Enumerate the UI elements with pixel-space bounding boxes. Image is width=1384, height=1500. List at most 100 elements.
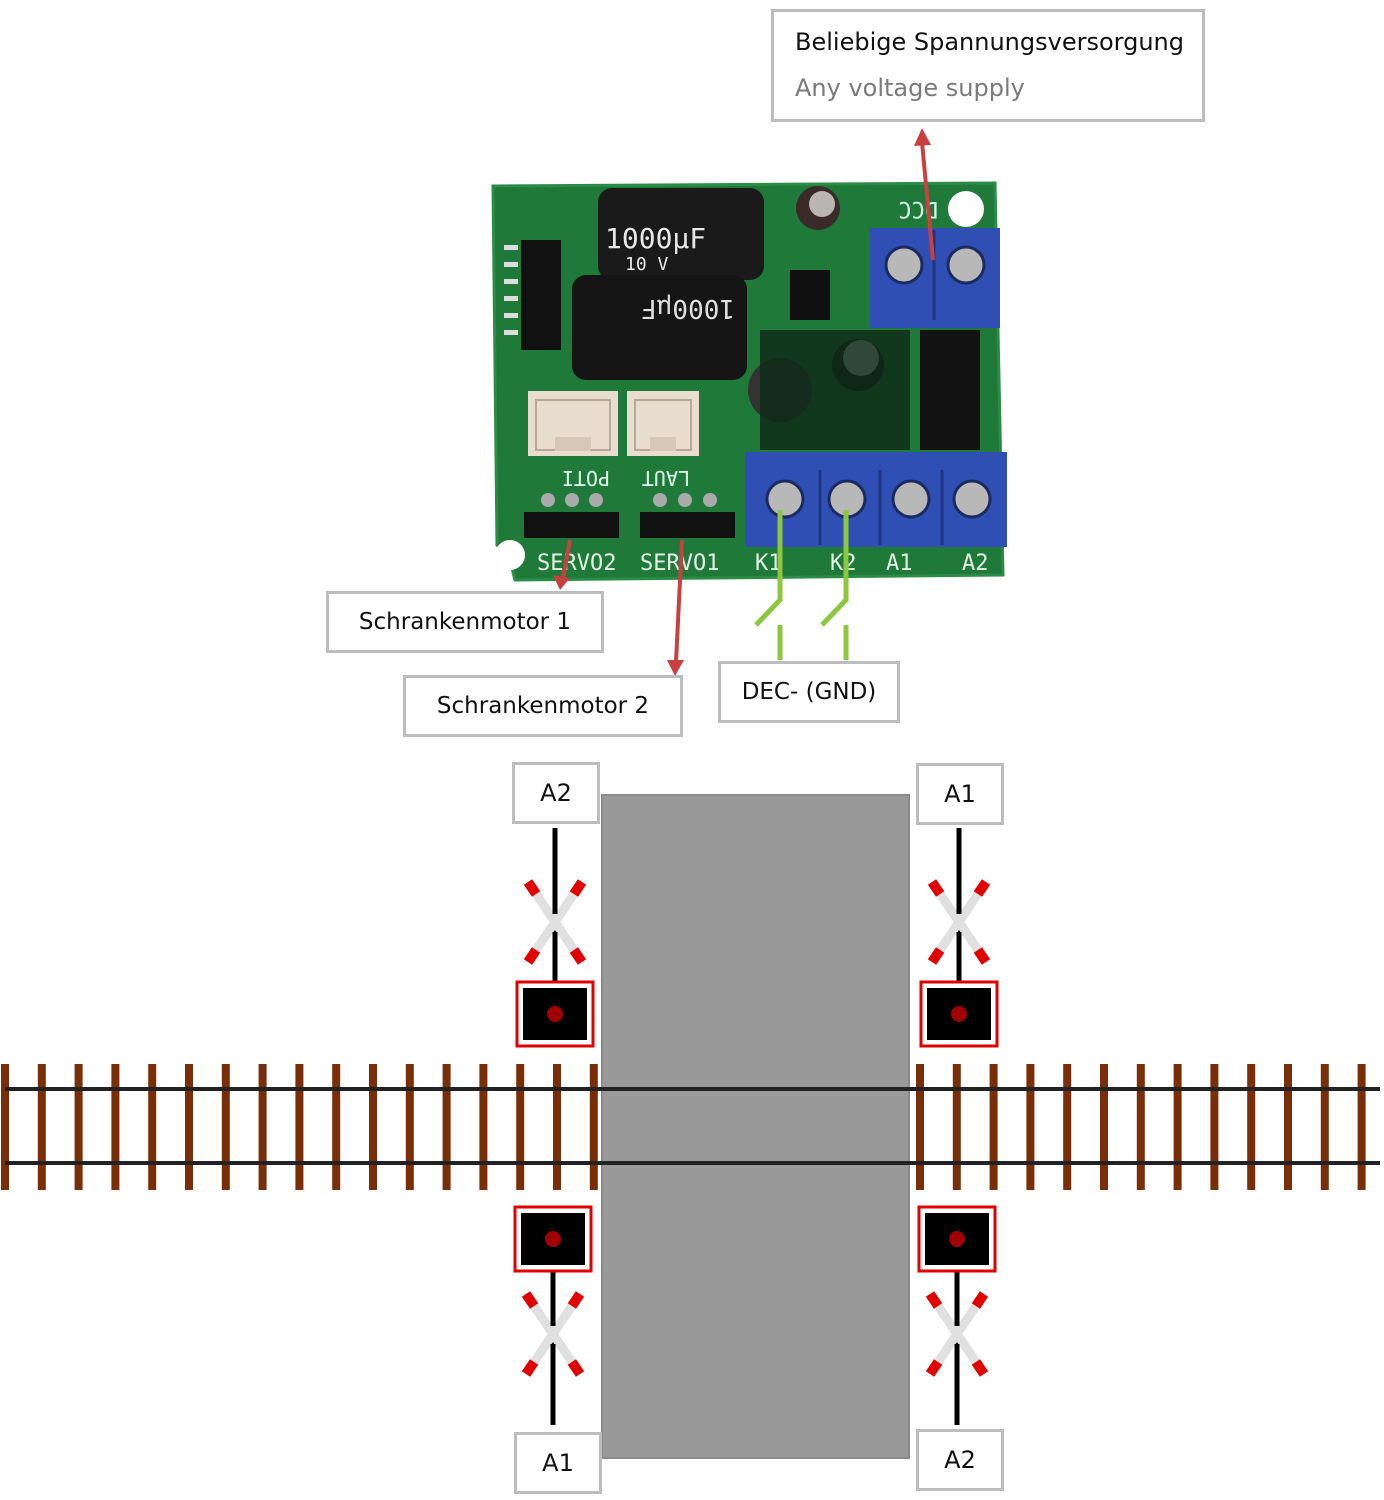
sleeper <box>295 1064 304 1190</box>
st-andrews-cross-icon <box>521 1291 585 1377</box>
motor2-label: Schrankenmotor 2 <box>436 693 650 719</box>
servo2-header[interactable] <box>524 493 619 538</box>
switch-k2 <box>820 510 849 660</box>
st-andrews-cross-icon <box>927 879 991 965</box>
cross-bar-tip <box>925 1359 943 1377</box>
screw-a2-icon[interactable] <box>952 479 992 519</box>
silk-terminal-k1: K1 <box>755 551 782 576</box>
signal-lamp-icon <box>949 1231 965 1247</box>
sleeper <box>332 1064 341 1190</box>
cross-bar-tip <box>567 1359 585 1377</box>
signal-lamp-icon <box>545 1231 561 1247</box>
supply-label-en: Any voltage supply <box>795 74 1025 102</box>
sleeper <box>258 1064 267 1190</box>
screw-k1-icon[interactable] <box>765 479 805 519</box>
screw-a1-icon[interactable] <box>891 479 931 519</box>
st-andrews-cross-icon <box>925 1291 989 1377</box>
cross-bar-tip <box>523 947 541 965</box>
crossing-signal-bottom-left <box>513 1205 593 1425</box>
motor2-callout: Schrankenmotor 2 <box>403 675 683 737</box>
silk-terminal-k2: K2 <box>830 551 857 576</box>
sleeper <box>1 1064 9 1190</box>
sleeper <box>1136 1064 1145 1190</box>
signal-label-bottom-right: A2 <box>916 1429 1004 1491</box>
cross-bar <box>926 1291 988 1377</box>
cross-bar-tip <box>523 879 541 897</box>
sleeper <box>1320 1064 1329 1190</box>
cross-bar <box>524 879 586 965</box>
sleeper <box>111 1064 120 1190</box>
poti-connector[interactable] <box>528 391 618 456</box>
sleeper <box>1247 1064 1256 1190</box>
sleeper <box>74 1064 83 1190</box>
supply-label-de: Beliebige Spannungsversorgung <box>795 28 1184 56</box>
ground-label: DEC- (GND) <box>741 679 877 705</box>
servo1-header[interactable] <box>640 493 735 538</box>
cross-bar-tip <box>927 879 945 897</box>
sleeper <box>1173 1064 1182 1190</box>
sleeper <box>952 1064 961 1190</box>
cross-bar-tip <box>927 947 945 965</box>
decoder-pcb: 1000µF 10 V 1000µF <box>491 181 1007 582</box>
laut-connector[interactable] <box>627 391 699 456</box>
st-andrews-cross-icon <box>523 879 587 965</box>
cross-bar-tip <box>971 1291 989 1309</box>
cross-bar <box>522 1291 584 1377</box>
arrow-supply <box>914 128 935 261</box>
ground-callout: DEC- (GND) <box>718 661 900 723</box>
sleeper <box>989 1064 998 1190</box>
crossing-signal-top-left <box>515 828 595 1048</box>
signal-label-text: A2 <box>540 779 572 807</box>
signal-label-text: A2 <box>944 1446 976 1474</box>
signal-label-text: A1 <box>944 780 976 808</box>
crossing-signal-top-right <box>919 828 999 1048</box>
sleeper <box>1284 1064 1292 1190</box>
signal-label-text: A1 <box>542 1449 574 1477</box>
cross-bar-tip <box>973 947 991 965</box>
capacitor-2: 1000µF <box>572 275 747 380</box>
signal-lamp-icon <box>547 1006 563 1022</box>
signal-label-bottom-left: A1 <box>514 1432 602 1494</box>
sleeper <box>369 1064 377 1190</box>
sleeper <box>221 1064 230 1190</box>
cross-bar-tip <box>971 1359 989 1377</box>
signal-label-top-left: A2 <box>512 762 600 824</box>
cross-bar-tip <box>973 879 991 897</box>
motor1-callout: Schrankenmotor 1 <box>326 591 604 653</box>
output-terminal-block[interactable] <box>745 452 1007 547</box>
silk-poti: POTI <box>562 466 610 490</box>
sleeper <box>148 1064 157 1190</box>
cross-bar-tip <box>569 947 587 965</box>
railway-track <box>1 1064 1380 1190</box>
sleeper <box>37 1064 46 1190</box>
sleeper <box>516 1064 525 1190</box>
capacitor-1-value: 1000µF <box>605 222 706 255</box>
sleeper <box>589 1064 598 1190</box>
cross-bar-tip <box>521 1291 539 1309</box>
signal-lamp-icon <box>951 1006 967 1022</box>
sleeper <box>1357 1064 1366 1190</box>
screw-icon[interactable] <box>884 245 924 285</box>
sleeper <box>1026 1064 1035 1190</box>
capacitor-2-value: 1000µF <box>641 293 735 323</box>
supply-callout: Beliebige Spannungsversorgung Any voltag… <box>771 9 1205 122</box>
screw-icon[interactable] <box>946 245 986 285</box>
motor1-label: Schrankenmotor 1 <box>358 609 572 635</box>
cross-bar-tip <box>567 1291 585 1309</box>
switch-k1 <box>754 510 783 660</box>
sleeper <box>916 1064 924 1190</box>
dcc-terminal-block[interactable] <box>870 228 1000 328</box>
silk-terminal-a2: A2 <box>962 551 989 576</box>
arrow-motor2 <box>667 539 684 676</box>
sleeper <box>442 1064 451 1190</box>
silk-dcc: DCC <box>898 196 938 221</box>
cross-bar-tip <box>521 1359 539 1377</box>
sleeper <box>479 1064 488 1190</box>
arrow-motor1 <box>553 539 572 590</box>
sleeper <box>1063 1064 1072 1190</box>
capacitor-1: 1000µF 10 V <box>598 188 764 280</box>
cross-bar-tip <box>569 879 587 897</box>
sleeper <box>405 1064 414 1190</box>
cross-bar <box>928 879 990 965</box>
